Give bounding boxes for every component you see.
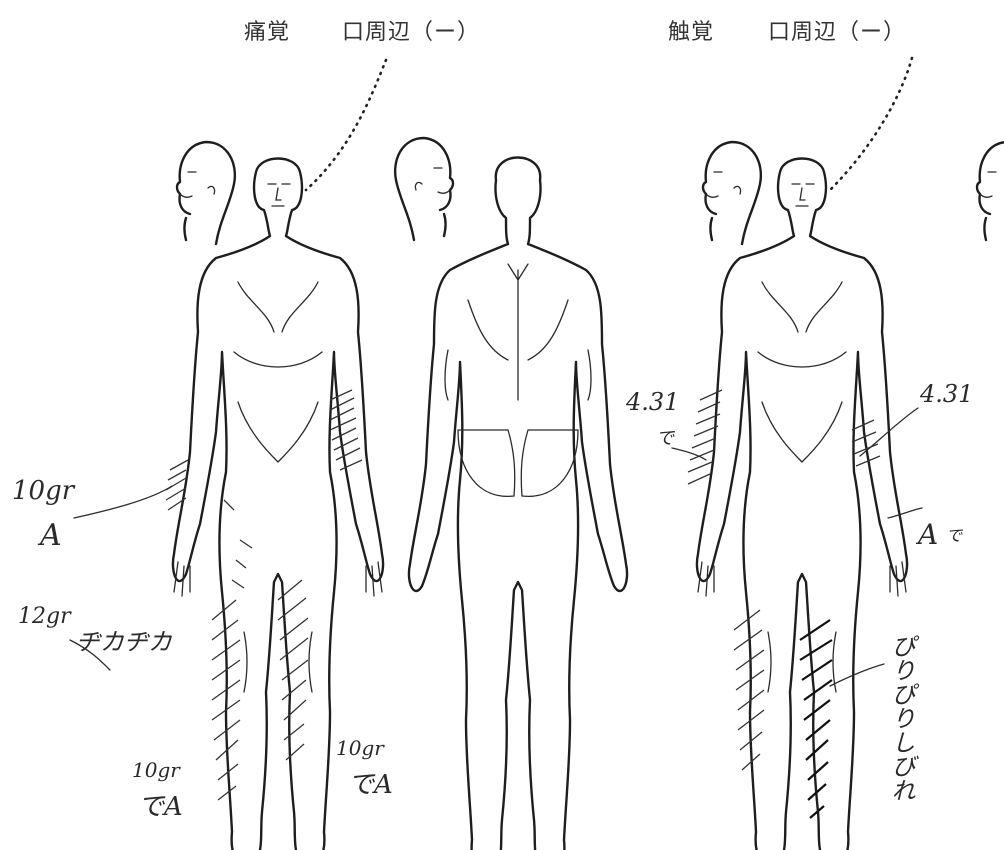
touch-side-head — [703, 142, 761, 244]
touch-forearm-right-note: 4.31 — [920, 380, 973, 408]
touch-hatching — [688, 390, 880, 818]
pain-leg-note: 12gr — [18, 604, 71, 629]
pain-foot-right-result-note: でA — [348, 764, 393, 801]
touch-mouth-leader-line — [830, 58, 912, 190]
touch-hand-right-sub-note: で — [946, 522, 962, 546]
pain-foot-left-note: 10gr — [132, 758, 180, 782]
pain-mouth-leader-line — [306, 60, 386, 190]
pain-foot-right-note: 10gr — [336, 736, 384, 760]
touch-forearm-left-sub-note: で — [656, 424, 674, 450]
pain-hand-result-note: A — [40, 518, 62, 553]
touch-leg-right-note: ぴりぴりしびれ — [884, 634, 919, 844]
back-side-head — [395, 138, 453, 240]
touch-side-head-right — [977, 142, 1004, 244]
back-body — [409, 158, 627, 850]
touch-hand-right-note: A — [918, 518, 938, 551]
touch-front-body — [697, 159, 907, 850]
pain-leg-result-note: ヂカヂカ — [76, 622, 172, 657]
touch-forearm-left-note: 4.31 — [626, 388, 679, 416]
pain-foot-left-result-note: でA — [138, 786, 183, 823]
pain-side-head — [177, 142, 235, 244]
pain-hand-note: 10gr — [12, 476, 74, 506]
